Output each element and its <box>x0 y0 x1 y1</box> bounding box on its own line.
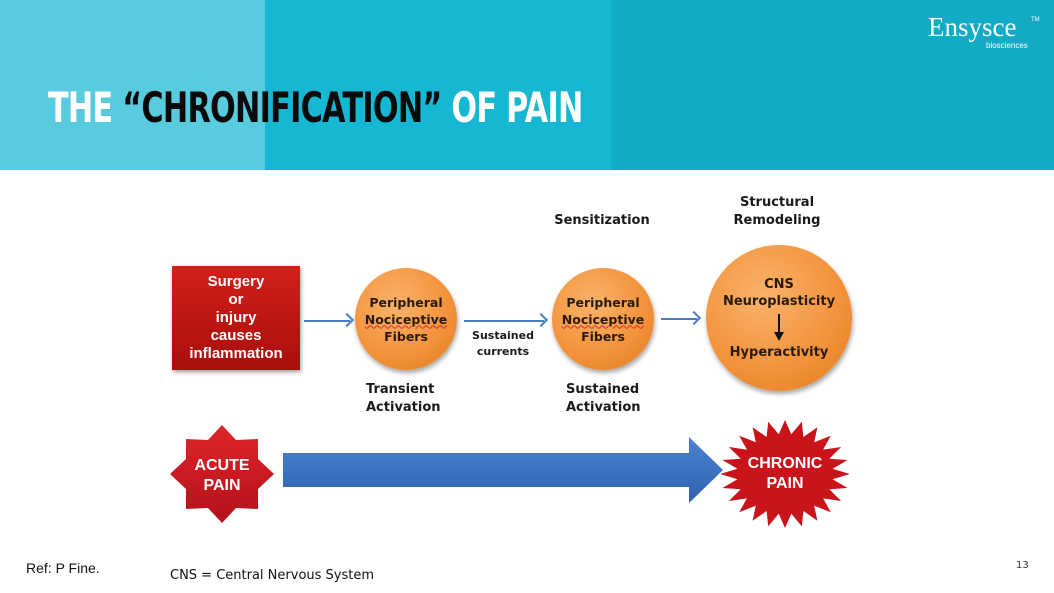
logo-name: Ensysce <box>928 12 1017 42</box>
chronic-pain-burst <box>720 420 850 528</box>
header-panel-middle <box>265 0 611 170</box>
burst-shape <box>720 420 850 528</box>
cause-line-2: or <box>228 291 244 308</box>
stage3-circle: CNS Neuroplasticity Hyperactivity <box>706 245 852 391</box>
stage2-line-1: Peripheral <box>566 294 640 310</box>
logo-subtitle: biosciences <box>986 41 1028 50</box>
structural-remodeling-line-2: Remodeling <box>733 213 821 228</box>
transient-activation-label: Transient Activation <box>366 381 441 417</box>
header-banner <box>0 0 1054 170</box>
page-number: 13 <box>1016 560 1029 571</box>
stage2-line-3: Fibers <box>581 328 625 344</box>
stage1-line-2: Nociceptive <box>364 311 448 327</box>
cause-line-5: inflammation <box>189 345 283 362</box>
sustained-activation-line-1: Sustained <box>566 382 640 397</box>
sustained-currents-label: Sustained currents <box>466 328 540 360</box>
acute-pain-star <box>170 425 274 523</box>
structural-remodeling-line-1: Structural <box>739 195 815 210</box>
transient-line-1: Transient <box>366 382 435 397</box>
stage2-circle: Peripheral Nociceptive Fibers <box>552 268 654 370</box>
sustained-currents-line-1: Sustained <box>472 329 534 342</box>
reference-text: Ref: P Fine. <box>26 560 100 576</box>
stage1-circle: Peripheral Nociceptive Fibers <box>355 268 457 370</box>
chronic-pain-text: CHRONIC PAIN <box>719 454 851 494</box>
header-panel-left <box>0 0 265 170</box>
title-part-3: OF PAIN <box>441 83 583 132</box>
transient-line-2: Activation <box>366 400 441 415</box>
stage1-line-3: Fibers <box>384 328 428 344</box>
stage1-line-1: Peripheral <box>369 294 443 310</box>
stage2-line-2: Nociceptive <box>561 311 645 327</box>
progression-arrow <box>283 437 723 503</box>
title-part-2: “CHRONIFICATION” <box>122 83 442 132</box>
company-logo: Ensysce TM biosciences <box>928 12 1040 50</box>
sustained-currents-line-2: currents <box>476 345 530 358</box>
sustained-activation-line-2: Activation <box>566 400 641 415</box>
stage3-hyperactivity: Hyperactivity <box>729 344 829 360</box>
cause-line-1: Surgery <box>207 273 265 290</box>
arrow-stage2-to-stage3 <box>661 318 697 320</box>
slide-title: THE “CHRONIFICATION” OF PAIN <box>48 84 583 132</box>
cause-line-3: injury <box>215 309 257 326</box>
down-arrow-icon <box>774 313 784 341</box>
arrow-cause-to-stage1 <box>304 320 350 322</box>
chronic-line-2: PAIN <box>766 475 804 492</box>
sustained-activation-label: Sustained Activation <box>566 381 641 417</box>
structural-remodeling-label: Structural Remodeling <box>722 194 832 230</box>
sensitization-label: Sensitization <box>554 213 650 228</box>
header-panel-right <box>611 0 1054 170</box>
acute-line-2: PAIN <box>203 477 241 494</box>
chronic-line-1: CHRONIC <box>747 455 823 472</box>
stage3-neuroplasticity: Neuroplasticity <box>722 293 836 309</box>
acute-pain-text: ACUTE PAIN <box>170 456 274 496</box>
abbreviation-note: CNS = Central Nervous System <box>170 568 375 583</box>
stage3-cns: CNS <box>764 276 794 292</box>
cause-line-4: causes <box>210 327 262 344</box>
title-part-1: THE <box>48 83 123 132</box>
cause-box: Surgery or injury causes inflammation <box>172 266 300 370</box>
logo-trademark: TM <box>1031 17 1040 23</box>
acute-line-1: ACUTE <box>194 457 250 474</box>
arrow-stage1-to-stage2 <box>464 320 544 322</box>
